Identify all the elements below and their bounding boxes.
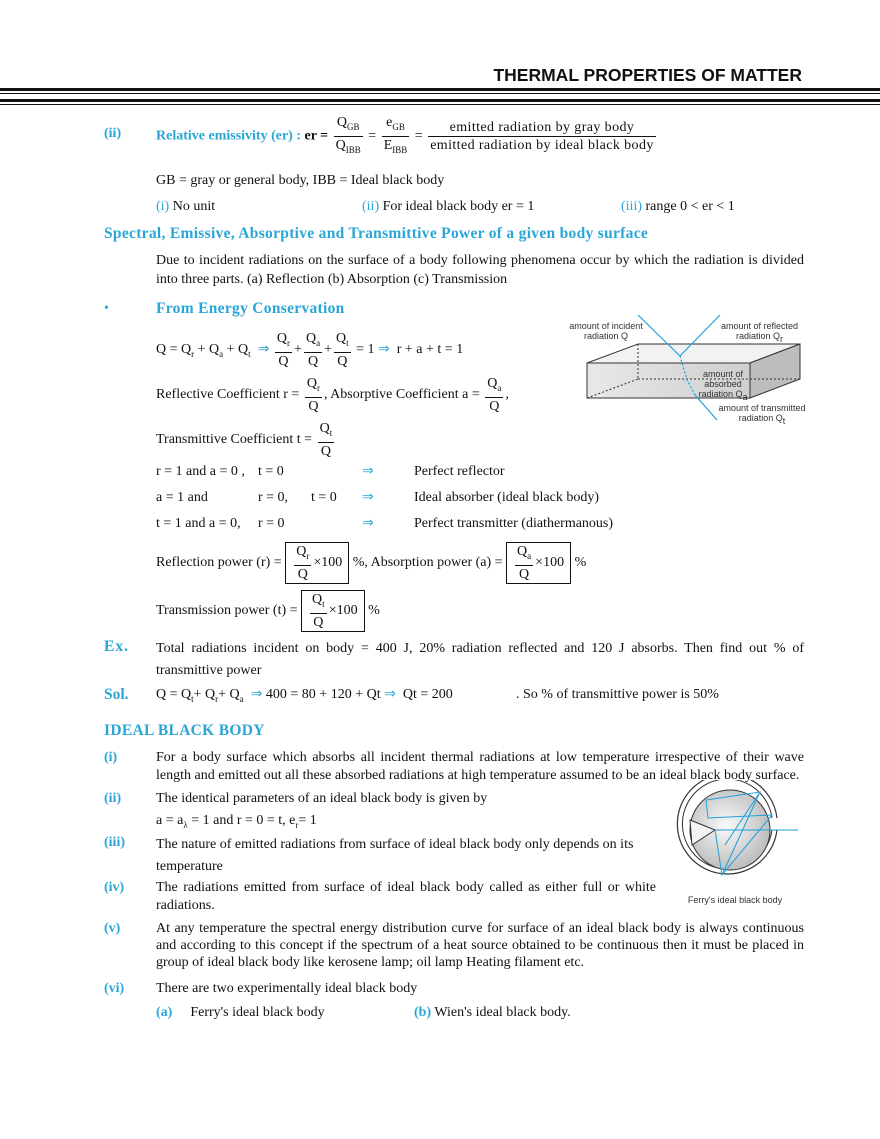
item-number: (vi) (104, 981, 125, 996)
black-body-type: (a)Ferry's ideal black body (156, 1005, 325, 1020)
header-rule (0, 88, 880, 91)
reflected-label: amount of reflected radiation Qr (720, 321, 799, 344)
ibb-item: The identical parameters of an ideal bla… (156, 791, 488, 806)
radiation-slab-diagram (586, 314, 801, 421)
property-3: (iii) range 0 < er < 1 (621, 199, 735, 214)
emissivity-label: Relative emissivity (er) : (156, 128, 301, 144)
black-body-type: (b) Wien's ideal black body. (414, 1005, 571, 1020)
ibb-item: For a body surface which absorbs all inc… (156, 750, 804, 783)
absorbed-label: amount of absorbed radiation Qa (698, 369, 748, 402)
abbreviation-note: GB = gray or general body, IBB = Ideal b… (156, 173, 445, 188)
item-number: (v) (104, 921, 121, 936)
property-2: (ii) For ideal black body er = 1 (362, 199, 535, 214)
header-rule (0, 99, 880, 102)
header-rule (0, 104, 880, 105)
paragraph: Due to incident radiations on the surfac… (156, 253, 804, 287)
ibb-item: The radiations emitted from surface of i… (156, 880, 656, 913)
item-number: (ii) (104, 126, 122, 141)
item-number: (iii) (104, 835, 125, 850)
subheading: From Energy Conservation (156, 300, 345, 317)
item-number: (i) (104, 750, 118, 765)
case-row: r = 1 and a = 0 ,t = 0⇒Perfect reflector (156, 464, 505, 479)
section-heading: IDEAL BLACK BODY (104, 722, 265, 739)
example-label: Ex. (104, 638, 129, 655)
ferry-black-body-diagram (676, 780, 798, 877)
example-text: Total radiations incident on body = 400 … (156, 641, 804, 678)
transmitted-label: amount of transmitted radiation Qt (718, 403, 806, 426)
item-number: (ii) (104, 791, 122, 806)
section-heading: Spectral, Emissive, Absorptive and Trans… (104, 225, 649, 242)
property-1: (i) No unit (156, 199, 216, 214)
ibb-item: The nature of emitted radiations from su… (156, 837, 634, 874)
incident-label: amount of incident radiation Q (569, 321, 643, 341)
ibb-item: There are two experimentally ideal black… (156, 981, 418, 996)
bullet: • (104, 301, 109, 316)
solution-equation: Q = Qt+ Qr+ Qa ⇒ 400 = 80 + 120 + Qt ⇒ Q… (156, 687, 719, 704)
header-rule (0, 93, 880, 94)
figure-caption: Ferry's ideal black body (687, 895, 783, 905)
case-row: t = 1 and a = 0,r = 0⇒Perfect transmitte… (156, 516, 614, 531)
page-header-title: THERMAL PROPERTIES OF MATTER (493, 65, 802, 85)
ibb-item: At any temperature the spectral energy d… (156, 921, 804, 970)
er-lhs: er = (304, 128, 329, 144)
ibb-parameters: a = aλ = 1 and r = 0 = t, er= 1 (156, 813, 317, 830)
item-number: (iv) (104, 880, 125, 895)
solution-label: Sol. (104, 686, 129, 703)
